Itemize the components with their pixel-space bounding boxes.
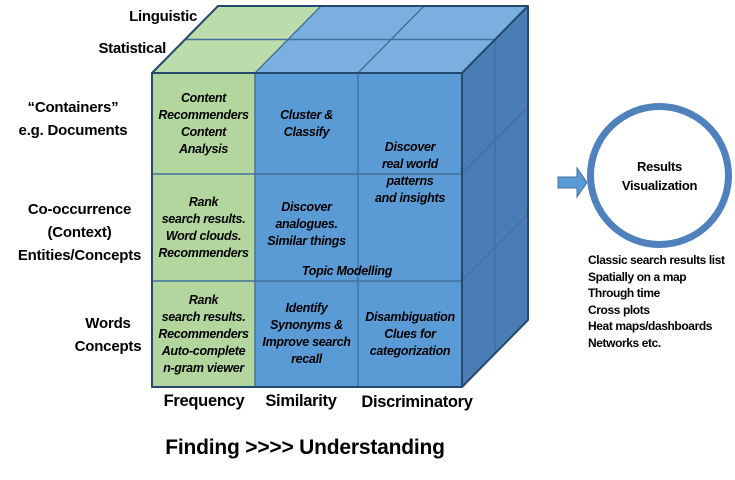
axis-label-similarity: Similarity [265, 392, 337, 410]
cell-containers-similarity: Cluster & Classify [280, 107, 333, 139]
arrow-right-icon [557, 166, 588, 199]
cell-containers-frequency: Content Recommenders Content Analysis [158, 90, 249, 156]
cube-outline [151, 5, 529, 388]
result-list-item: Networks etc. [588, 335, 661, 350]
cell-words-similarity: Identify Synonyms & Improve search recal… [262, 301, 351, 366]
result-list-item: Heat maps/dashboards [588, 319, 713, 334]
axis-label-discriminatory: Discriminatory [361, 393, 473, 411]
cell-topic-modelling: Topic Modelling [301, 264, 393, 278]
axis-label-frequency: Frequency [163, 392, 245, 410]
cell-words-discriminatory: Disambiguation Clues for categorization [365, 309, 455, 358]
axis-label-words: Words Concepts [74, 315, 142, 355]
result-list-item: Classic search results list [588, 253, 725, 267]
cube-front-face-green-column [152, 73, 255, 387]
axis-label-statistical: Statistical [98, 40, 166, 57]
result-list-item: Cross plots [588, 302, 650, 317]
results-circle-label: Results Visualization [621, 158, 698, 193]
results-visualization-circle: Results Visualization [587, 103, 732, 248]
axis-label-containers: “Containers” e.g. Documents [18, 99, 128, 139]
result-list-item: Through time [588, 286, 660, 301]
caption-finding-understanding: Finding >>>> Understanding [165, 436, 445, 459]
axis-label-cooccurrence: Co-occurrence (Context) Entities/Concept… [17, 201, 142, 264]
axis-label-linguistic: Linguistic [129, 8, 197, 25]
cell-words-frequency: Rank search results. Recommenders Auto-c… [158, 292, 249, 375]
result-list-item: Spatially on a map [588, 269, 687, 284]
cube-grid-lines [152, 5, 529, 387]
cell-cooccurrence-frequency: Rank search results. Word clouds. Recomm… [158, 194, 249, 260]
cell-discriminatory-discover-patterns: Discover real world patterns and insight… [374, 140, 445, 205]
cell-cooccurrence-similarity: Discover analogues. Similar things [267, 199, 346, 248]
